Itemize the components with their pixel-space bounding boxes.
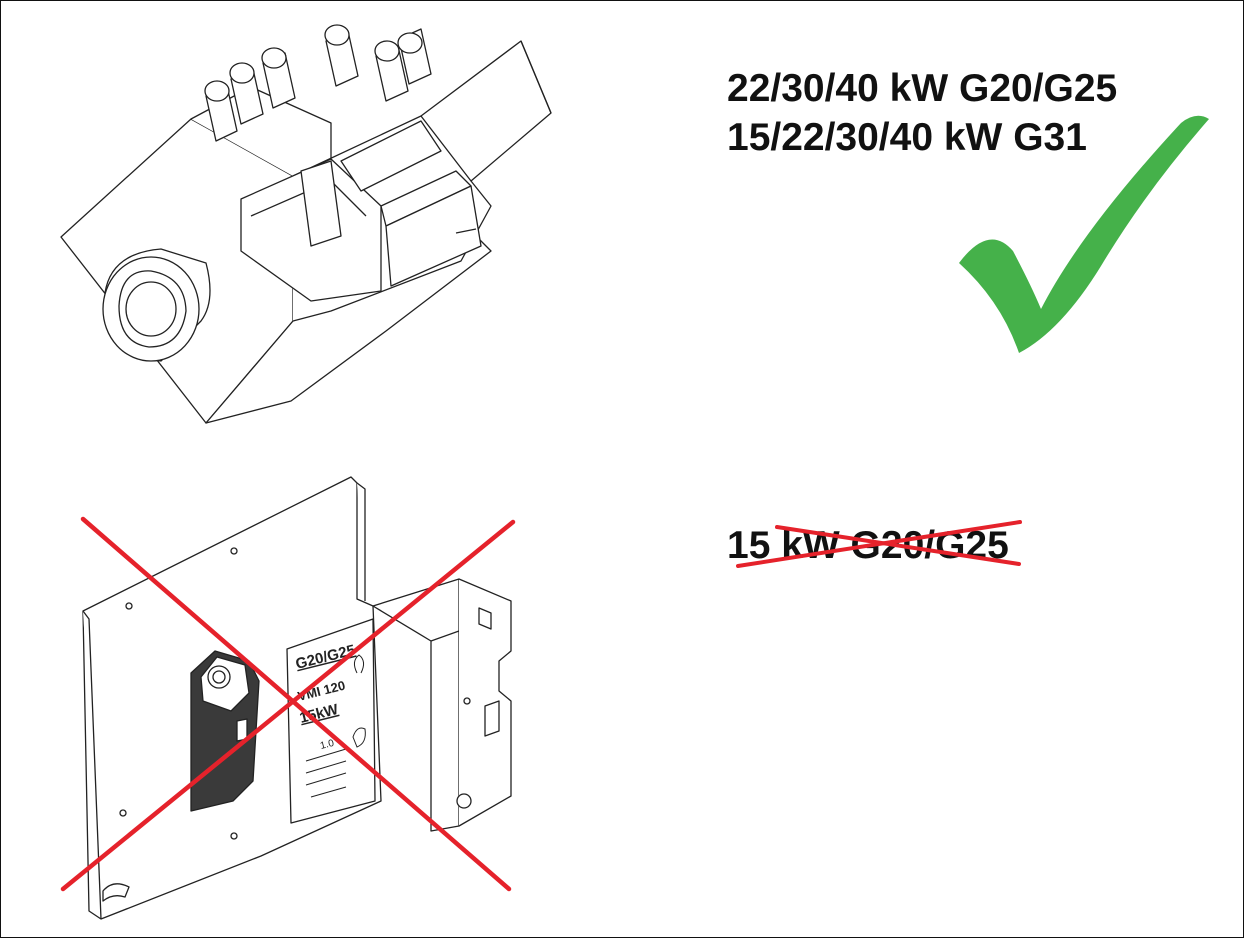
- approved-models-line-2: 15/22/30/40 kW G31: [727, 116, 1087, 159]
- cross-out-icon: [60, 516, 516, 892]
- plate-rating-text: 1.0: [319, 738, 336, 752]
- burner-component-drawing: [60, 24, 552, 424]
- approved-models-line-1: 22/30/40 kW G20/G25: [727, 67, 1118, 110]
- gas-plate-drawing: G20/G25 VMI 120 15kW 1.0: [60, 476, 516, 920]
